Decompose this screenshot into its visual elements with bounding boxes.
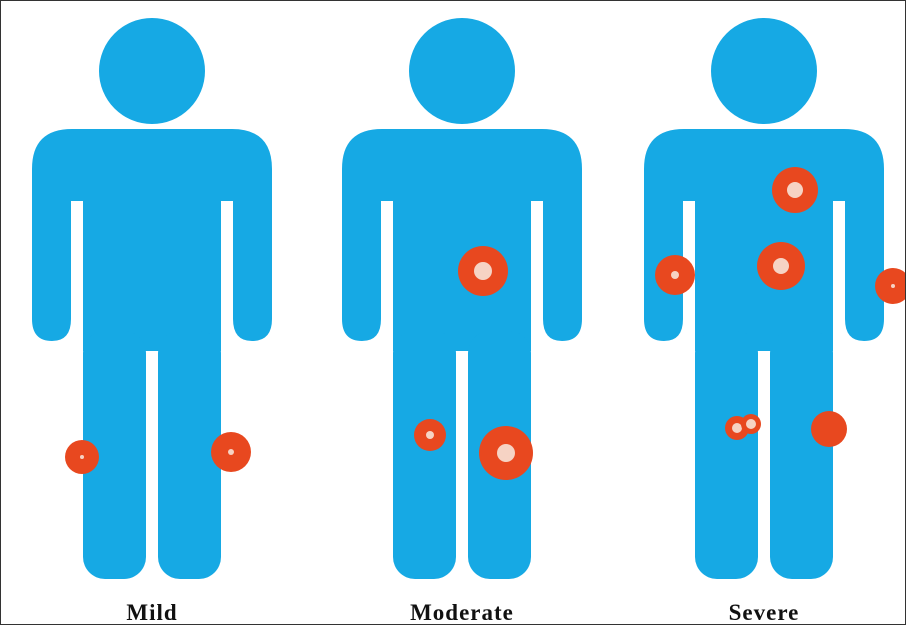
lesion	[741, 414, 761, 434]
figure-severe: Severe	[619, 1, 906, 625]
left-leg	[695, 331, 758, 579]
body-shape	[342, 18, 582, 579]
lesion	[772, 167, 818, 213]
severity-label-severe: Severe	[619, 599, 906, 625]
figure-moderate: Moderate	[317, 1, 607, 625]
torso-and-arms	[342, 129, 582, 351]
lesion	[414, 419, 446, 451]
body-shape	[644, 18, 884, 579]
severity-label-mild: Mild	[7, 599, 297, 625]
lesion	[458, 246, 508, 296]
left-leg	[393, 331, 456, 579]
severity-label-moderate: Moderate	[317, 599, 607, 625]
head	[711, 18, 817, 124]
lesion	[479, 426, 533, 480]
lesion	[65, 440, 99, 474]
head	[99, 18, 205, 124]
figure-mild: Mild	[7, 1, 297, 625]
body-silhouette-moderate	[317, 1, 607, 625]
lesion	[811, 411, 847, 447]
lesion	[211, 432, 251, 472]
body-silhouette-severe	[619, 1, 906, 625]
torso-and-arms	[644, 129, 884, 351]
head	[409, 18, 515, 124]
body-shape	[32, 18, 272, 579]
right-leg	[770, 331, 833, 579]
torso-and-arms	[32, 129, 272, 351]
lesion	[757, 242, 805, 290]
body-silhouette-mild	[7, 1, 297, 625]
lesion	[655, 255, 695, 295]
